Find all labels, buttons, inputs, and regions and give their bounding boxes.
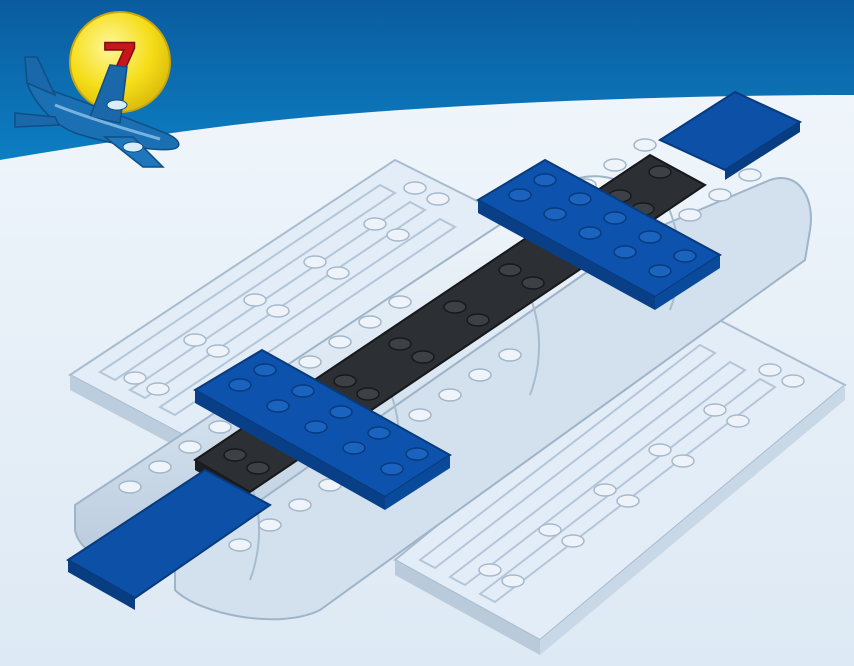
instruction-page: 7 [0, 0, 854, 666]
build-step-illustration: 7 [0, 0, 854, 666]
